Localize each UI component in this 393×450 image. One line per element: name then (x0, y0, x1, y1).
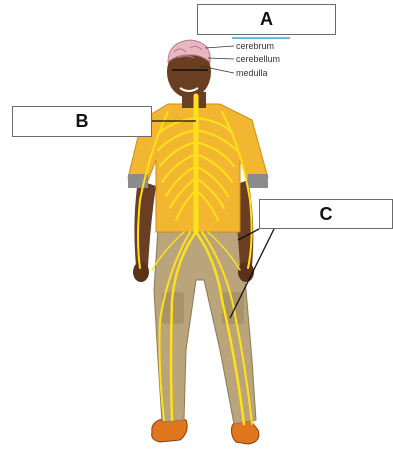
label-box-a[interactable]: A (197, 4, 336, 35)
medulla-label: medulla (236, 68, 268, 78)
cerebellum-label: cerebellum (236, 54, 280, 64)
cerebrum-label: cerebrum (236, 41, 274, 51)
label-box-c[interactable]: C (259, 199, 393, 229)
head (167, 40, 211, 98)
label-box-b[interactable]: B (12, 106, 152, 137)
